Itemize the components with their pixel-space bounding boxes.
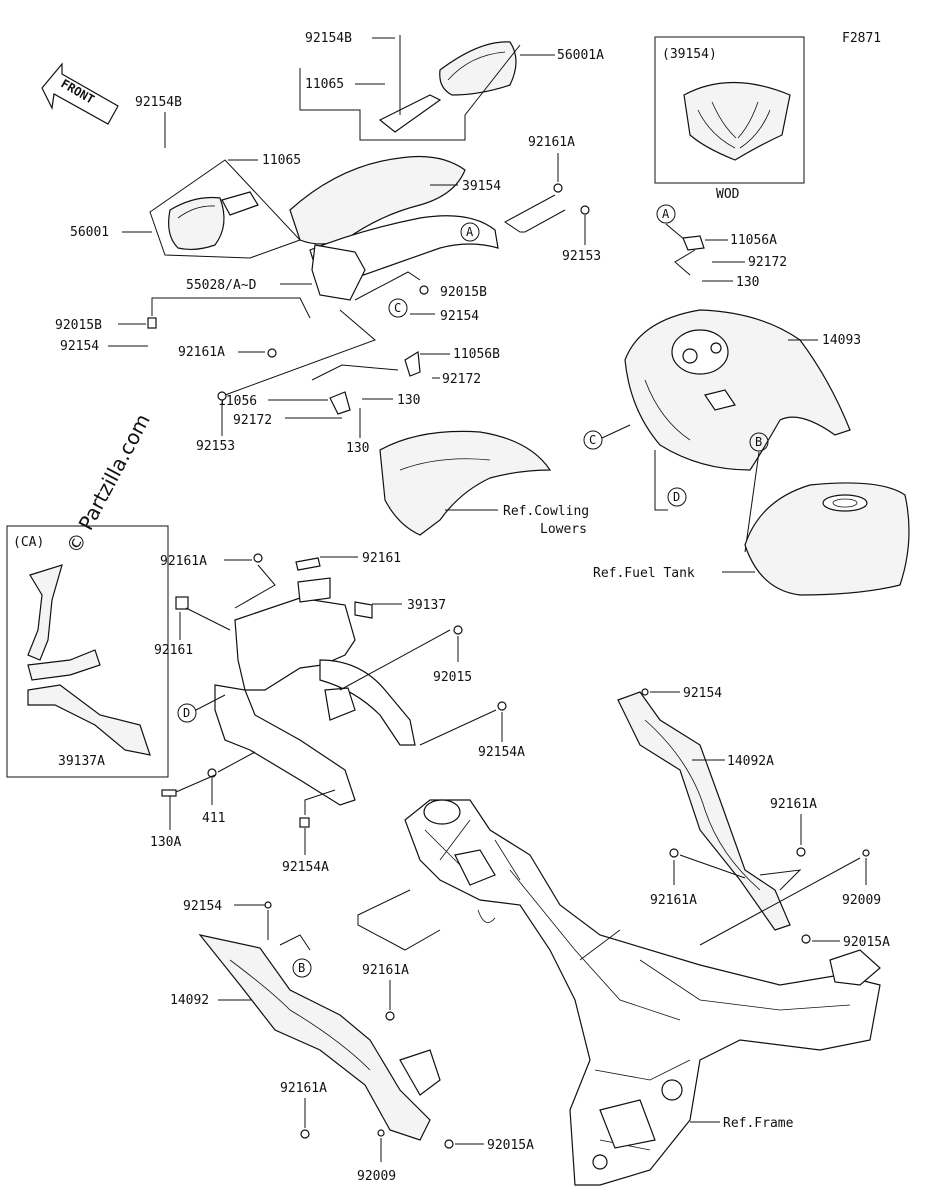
label-92015b-right: 92015B [440, 285, 487, 300]
side-cover-14092a-icon [617, 691, 791, 931]
ref-cowling-1: Ref.Cowling [503, 504, 589, 519]
label-92161a-low2: 92161A [280, 1081, 327, 1096]
label-92161a-low1: 92161A [362, 963, 409, 978]
label-92015a-low: 92015A [487, 1138, 534, 1153]
inset-top-title: (39154) [662, 47, 717, 62]
label-92154-mid: 92154 [440, 309, 479, 324]
label-14092a: 14092A [727, 754, 774, 769]
svg-text:B: B [755, 435, 762, 449]
ref-frame: Ref.Frame [723, 1116, 794, 1131]
watermark: © Partzilla.com [61, 410, 155, 558]
label-92015a-r: 92015A [843, 935, 890, 950]
label-92015: 92015 [433, 670, 472, 685]
leader-box-56001 [149, 159, 301, 259]
label-92172-a: 92172 [748, 255, 787, 270]
label-56001: 56001 [70, 225, 109, 240]
ref-cowling-2: Lowers [540, 522, 587, 537]
label-11065-left: 11065 [262, 153, 301, 168]
callout-d-left [177, 703, 197, 723]
frame-icon [404, 799, 881, 1186]
inset-box-39154 [654, 36, 805, 184]
label-92172-right: 92172 [442, 372, 481, 387]
windshield-39154-icon [289, 155, 499, 301]
label-92153-left: 92153 [196, 439, 235, 454]
svg-text:C: C [589, 433, 596, 447]
label-11056: 11056 [218, 394, 257, 409]
label-92161a-r2: 92161A [650, 893, 697, 908]
inset-left-part: 39137A [58, 754, 105, 769]
label-92009-r: 92009 [842, 893, 881, 908]
label-130-low: 130 [346, 441, 369, 456]
label-92161a-r1: 92161A [770, 797, 817, 812]
svg-text:D: D [183, 706, 190, 720]
label-55028: 55028/A~D [186, 278, 257, 293]
label-92153-right: 92153 [562, 249, 601, 264]
label-92161a-top: 92161A [528, 135, 575, 150]
svg-text:A: A [662, 207, 670, 221]
label-130-mid: 130 [397, 393, 420, 408]
label-92015b-left: 92015B [55, 318, 102, 333]
figure-code: F2871 [842, 31, 881, 46]
svg-text:D: D [673, 490, 680, 504]
label-92154a-low: 92154A [282, 860, 329, 875]
label-39154: 39154 [462, 179, 501, 194]
label-92154b-top: 92154B [305, 31, 352, 46]
label-130a: 130A [150, 835, 181, 850]
label-92161-left: 92161 [154, 643, 193, 658]
callout-c-upper [388, 298, 408, 318]
inset-top-caption: WOD [716, 187, 740, 202]
label-411: 411 [202, 811, 225, 826]
inner-fairing-14093-icon [624, 309, 851, 471]
inner-cowl-icon [379, 430, 552, 536]
leader-box-56001a [299, 44, 521, 141]
inset-left-title: (CA) [13, 535, 44, 550]
callout-a-cowl [460, 222, 480, 242]
label-11056b: 11056B [453, 347, 500, 362]
label-130-a: 130 [736, 275, 759, 290]
bracket-39137a-icon [27, 564, 151, 756]
windshield-wod-icon [683, 82, 791, 161]
label-11065-top: 11065 [305, 77, 344, 92]
mirror-56001a-icon [378, 41, 517, 133]
label-14093: 14093 [822, 333, 861, 348]
callout-c-right [583, 430, 603, 450]
label-92154-left: 92154 [60, 339, 99, 354]
label-92161a-mid: 92161A [178, 345, 225, 360]
bracket-39137-icon [214, 577, 416, 806]
label-11056a: 11056A [730, 233, 777, 248]
side-cover-14092-icon [198, 934, 441, 1141]
callout-a-right [656, 204, 676, 224]
inset-box-ca [6, 525, 169, 778]
label-92161a-bracket: 92161A [160, 554, 207, 569]
label-92154-lowleft: 92154 [183, 899, 222, 914]
callout-d-right [667, 487, 687, 507]
mirror-56001-icon [168, 191, 259, 251]
svg-text:C: C [394, 301, 401, 315]
label-92154a-right: 92154A [478, 745, 525, 760]
label-56001a: 56001A [557, 48, 604, 63]
label-92009-low: 92009 [357, 1169, 396, 1184]
label-92172-left: 92172 [233, 413, 272, 428]
callout-b-right [749, 432, 769, 452]
label-14092: 14092 [170, 993, 209, 1008]
svg-text:A: A [466, 225, 474, 239]
label-92154-r: 92154 [683, 686, 722, 701]
label-39137: 39137 [407, 598, 446, 613]
fuel-tank-icon [744, 482, 910, 596]
label-92154b-left: 92154B [135, 95, 182, 110]
svg-text:B: B [298, 961, 305, 975]
ref-fuel-tank: Ref.Fuel Tank [593, 566, 695, 581]
callout-b-lower [292, 958, 312, 978]
front-arrow-icon: FRONT [41, 62, 119, 125]
label-92161-top: 92161 [362, 551, 401, 566]
